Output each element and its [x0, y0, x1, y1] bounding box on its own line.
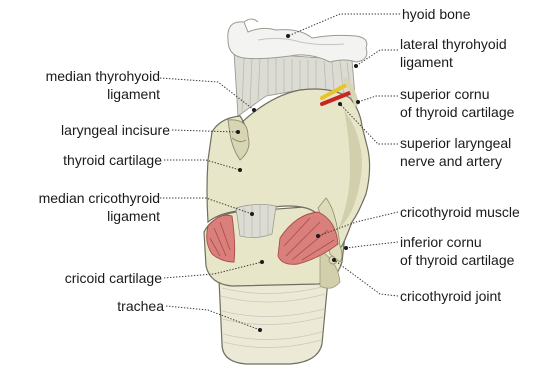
label-median-thyrohyoid-ligament-line2: ligament	[107, 86, 160, 102]
label-hyoid-bone: hyoid bone	[402, 6, 471, 22]
label-superior-laryngeal-line2: nerve and artery	[400, 153, 502, 169]
label-median-cricothyroid-ligament-line1: median cricothyroid	[39, 190, 160, 206]
median-cricothyroid-ligament-shape	[236, 204, 276, 238]
label-median-thyrohyoid-ligament-line1: median thyrohyoid	[46, 68, 160, 84]
label-inferior-cornu-line1: inferior cornu	[400, 234, 482, 250]
label-laryngeal-incisure: laryngeal incisure	[61, 122, 170, 138]
label-trachea: trachea	[117, 298, 164, 314]
label-cricothyroid-joint: cricothyroid joint	[400, 288, 501, 304]
label-superior-laryngeal-line1: superior laryngeal	[400, 135, 511, 151]
label-cricothyroid-muscle: cricothyroid muscle	[400, 204, 520, 220]
larynx-illustration	[204, 19, 370, 364]
label-cricoid-cartilage: cricoid cartilage	[65, 270, 162, 286]
label-thyroid-cartilage: thyroid cartilage	[63, 152, 162, 168]
label-superior-cornu-line1: superior cornu	[400, 86, 490, 102]
label-lateral-thyrohyoid-ligament-line1: lateral thyrohyoid	[400, 36, 507, 52]
hyoid-bone-shape	[228, 19, 367, 62]
label-median-cricothyroid-ligament-line2: ligament	[107, 208, 160, 224]
label-inferior-cornu-line2: of thyroid cartilage	[400, 252, 515, 268]
label-superior-cornu-line2: of thyroid cartilage	[400, 104, 515, 120]
label-lateral-thyrohyoid-ligament-line2: ligament	[400, 54, 453, 70]
